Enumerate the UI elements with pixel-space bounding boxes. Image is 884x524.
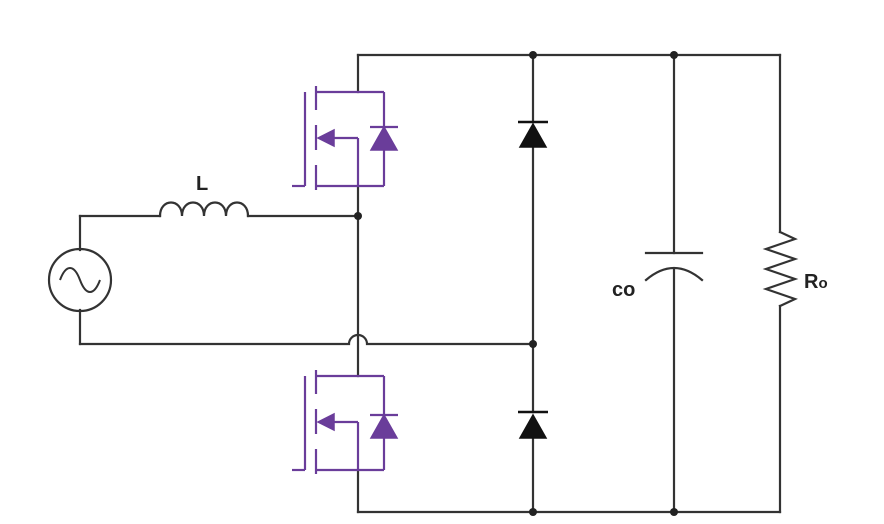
resistor-label: Ro	[804, 271, 828, 293]
capacitor-icon	[644, 251, 704, 282]
resistor-icon	[762, 230, 799, 308]
upper-mosfet-icon	[292, 86, 399, 190]
capacitor-label: co	[612, 279, 635, 301]
return-wire-with-crossover	[78, 333, 535, 346]
lower-mosfet-icon	[292, 370, 399, 474]
resistor-label-main: R	[804, 271, 819, 293]
ac-source-icon	[47, 247, 113, 313]
wires	[78, 53, 782, 514]
junction-dot	[670, 51, 678, 59]
junction-dot	[529, 508, 537, 516]
junction-dot	[670, 508, 678, 516]
inductor-label: L	[196, 173, 208, 195]
upper-diode-icon	[518, 120, 548, 148]
junction-dot	[529, 51, 537, 59]
resistor-label-subscript: o	[818, 275, 827, 292]
lower-diode-icon	[518, 410, 548, 439]
inductor-icon	[158, 201, 250, 218]
junction-dot	[354, 212, 362, 220]
junction-dots	[354, 51, 678, 516]
junction-dot	[529, 340, 537, 348]
